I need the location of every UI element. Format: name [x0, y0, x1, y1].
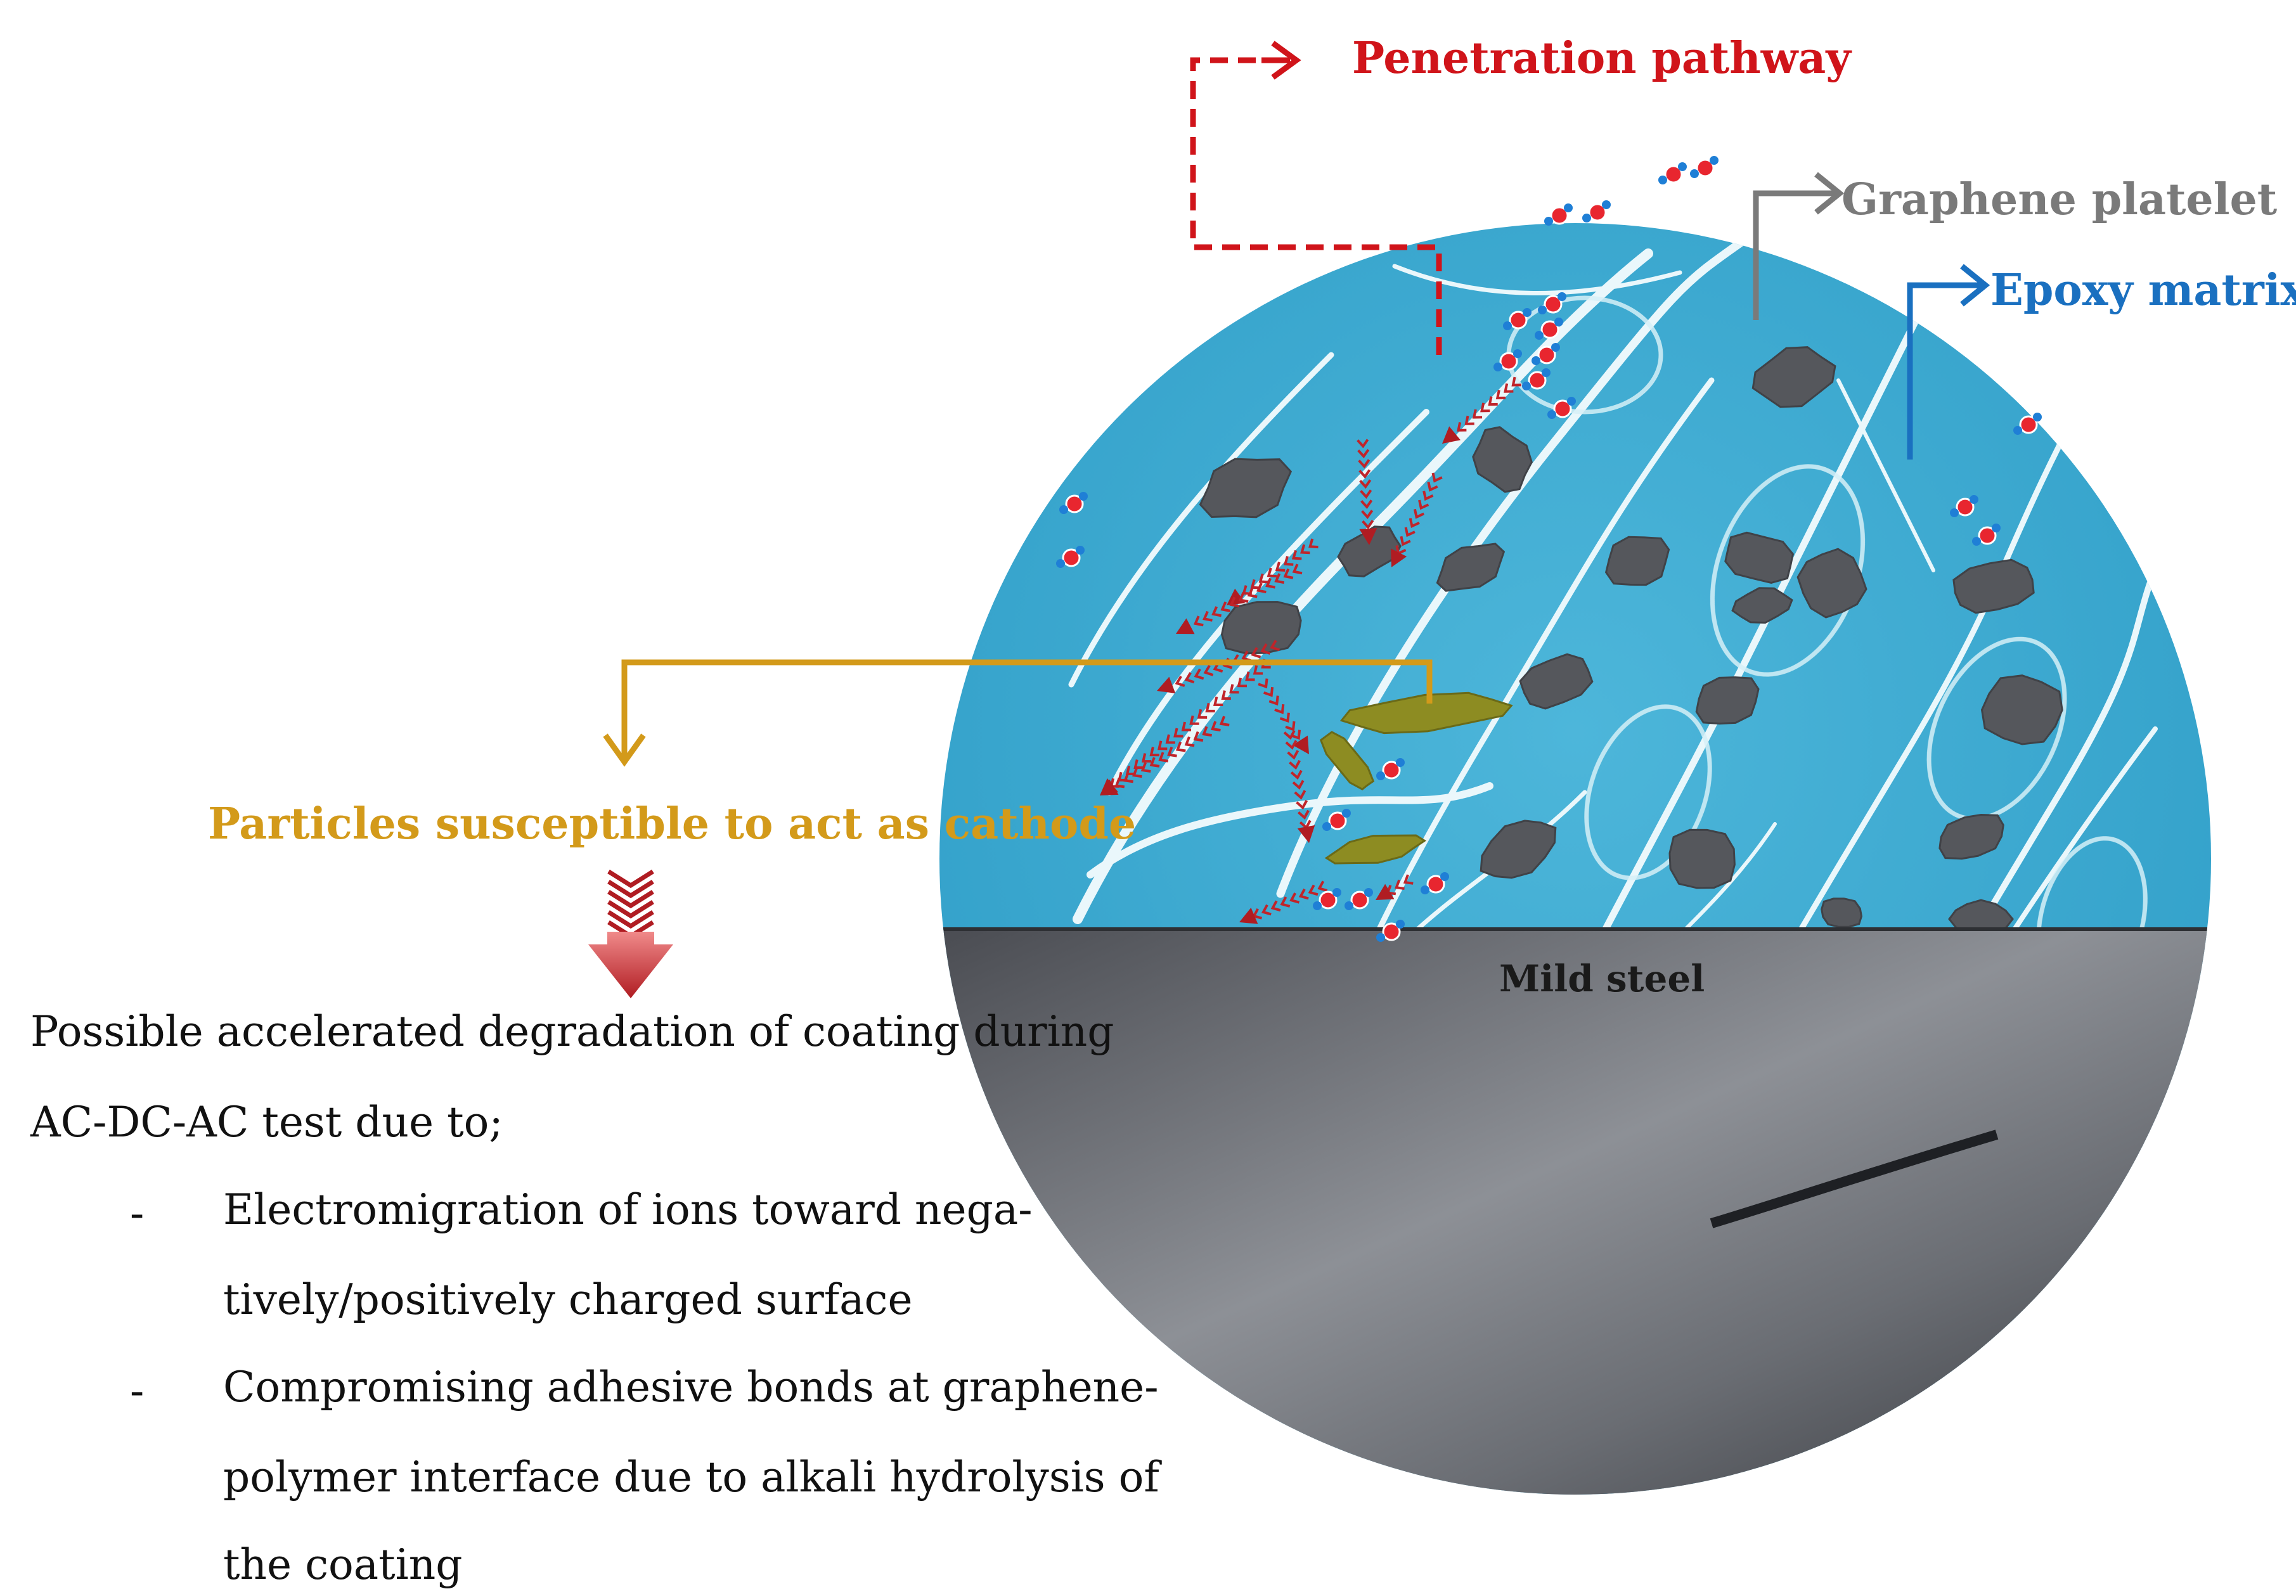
graphene-platelet — [1751, 346, 1836, 408]
graphene-platelet — [1220, 601, 1302, 655]
degradation-chevron — [607, 900, 654, 919]
mild-steel-label: Mild steel — [1499, 957, 1705, 1000]
degradation-chevron — [607, 880, 654, 899]
water-molecule — [1376, 758, 1405, 780]
graphene-platelet — [1724, 531, 1795, 584]
bullet-2-line-3: the coating — [223, 1540, 463, 1589]
degradation-chevron — [607, 910, 654, 929]
graphene-platelet-label: Graphene platelet — [1841, 174, 2278, 225]
graphene-platelet — [1821, 898, 1863, 928]
bullet-2-line-2: polymer interface due to alkali hydrolys… — [223, 1453, 1159, 1502]
graphene-platelet — [1952, 558, 2035, 614]
water-molecule — [1950, 495, 1978, 517]
graphene-platelet — [1199, 458, 1293, 518]
bullet-1-line-2: tively/positively charged surface — [223, 1275, 913, 1324]
penetration-pathway-connector — [1190, 57, 1442, 355]
water-molecule — [1493, 349, 1522, 371]
water-molecule — [1658, 162, 1687, 184]
graphene-platelet — [1604, 536, 1670, 586]
water-molecule — [1322, 809, 1351, 831]
conclusion-line-1: Possible accelerated degradation of coat… — [30, 1007, 1114, 1056]
graphene-platelet — [1796, 548, 1867, 619]
water-molecule — [1421, 872, 1449, 894]
coating-cross-section — [939, 223, 2211, 1495]
water-molecule — [1582, 200, 1611, 222]
ion-migration-arrow — [1176, 563, 1303, 634]
water-molecule — [1532, 343, 1560, 365]
graphene-platelet — [1731, 587, 1793, 624]
graphene-connector-line — [1753, 190, 1838, 320]
epoxy-arrow-head — [1960, 264, 1990, 307]
bullet-1-line-1: Electromigration of ions toward nega- — [223, 1185, 1033, 1234]
graphene-platelet — [1480, 820, 1557, 879]
degradation-chevron — [607, 890, 654, 909]
particles-cathode-label: Particles susceptible to act as cathode — [208, 799, 1137, 849]
water-molecule — [1544, 203, 1573, 226]
water-molecule — [1522, 368, 1551, 390]
particles-arrow-head — [603, 733, 646, 767]
ion-migration-arrow — [1376, 874, 1414, 900]
water-molecule — [1503, 308, 1532, 330]
graphene-platelet — [1436, 543, 1506, 592]
epoxy-matrix-label: Epoxy matrix — [1990, 265, 2296, 316]
water-molecules — [1056, 156, 2042, 942]
graphene-platelets — [1199, 346, 2063, 939]
ion-migration-arrow — [1357, 439, 1377, 545]
water-molecule — [1547, 397, 1576, 419]
bullet-marker-2: - — [130, 1367, 145, 1415]
water-molecule — [1972, 524, 2001, 546]
water-molecule — [1345, 888, 1373, 910]
graphene-platelet — [1472, 426, 1533, 493]
degradation-arrow — [588, 870, 673, 998]
bullet-2-line-1: Compromising adhesive bonds at graphene- — [223, 1363, 1159, 1412]
water-molecule — [1690, 156, 1719, 178]
cathodic-particle — [1339, 692, 1513, 735]
penetration-pathway-label: Penetration pathway — [1352, 33, 1851, 84]
cathodic-particle — [1324, 834, 1427, 865]
ion-migration-arrow — [1258, 678, 1309, 754]
ion-migration-arrow — [1391, 472, 1443, 567]
water-molecule — [1376, 920, 1405, 942]
ion-migration-arrow — [1100, 716, 1230, 795]
ion-migration-arrow — [1442, 376, 1521, 444]
conclusion-line-2: AC-DC-AC test due to; — [30, 1098, 503, 1147]
water-molecule — [1313, 888, 1341, 910]
mild-steel-substrate — [939, 927, 2211, 1495]
water-molecule — [2013, 413, 2042, 435]
particles-connector-line — [621, 659, 1433, 761]
water-molecule — [1059, 492, 1088, 514]
water-molecule — [1538, 292, 1566, 314]
water-molecule — [1056, 546, 1085, 568]
graphene-arrow-head — [1814, 172, 1845, 215]
bullet-marker-1: - — [130, 1189, 145, 1238]
cathodic-particle — [1319, 731, 1375, 790]
graphene-platelet — [1695, 676, 1760, 725]
graphene-platelet — [1519, 653, 1594, 710]
graphene-platelet — [1938, 813, 2004, 860]
graphene-platelet — [1668, 828, 1736, 889]
penetration-arrow-head — [1271, 41, 1301, 80]
ion-migration-arrow — [1239, 880, 1328, 924]
degradation-chevron — [607, 870, 654, 889]
cathodic-particles — [1319, 692, 1513, 865]
water-molecule — [1535, 318, 1563, 340]
ion-migration-arrow — [1283, 730, 1315, 843]
graphene-platelet — [1980, 674, 2063, 745]
epoxy-connector-line — [1907, 282, 1984, 460]
